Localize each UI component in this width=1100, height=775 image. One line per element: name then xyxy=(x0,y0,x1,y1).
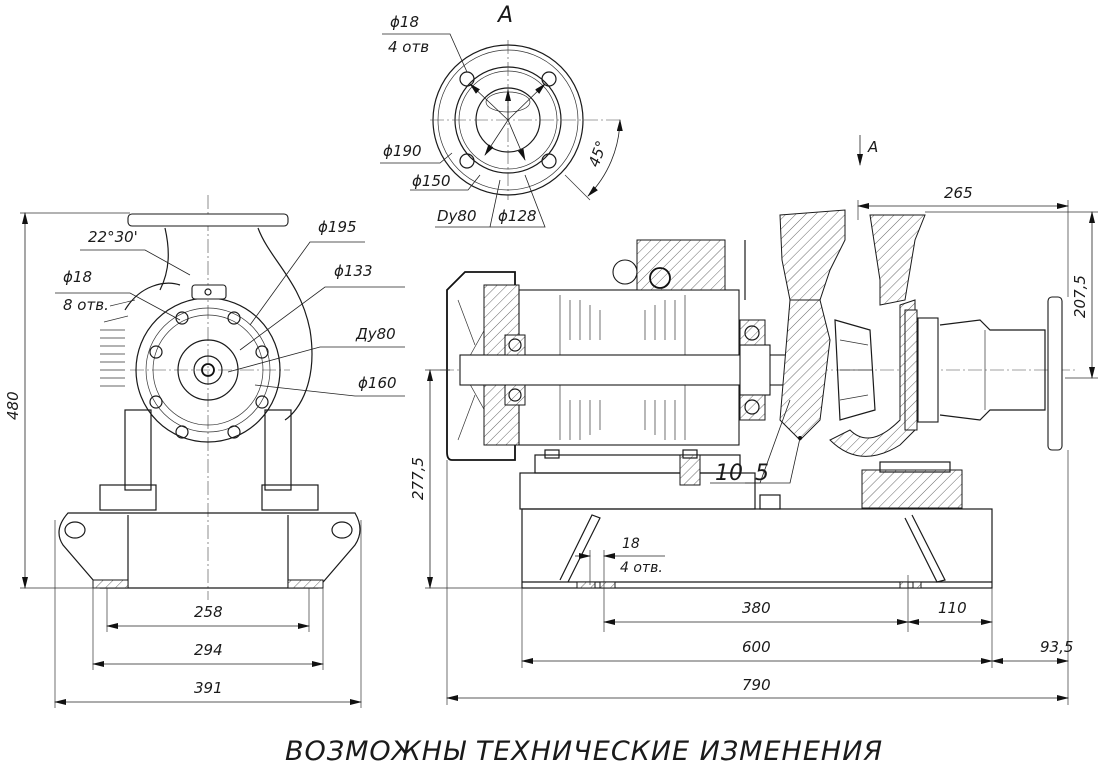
view-a-hole-count: 4 отв xyxy=(388,38,429,56)
view-a-hole-dia: ϕ18 xyxy=(390,13,419,31)
front-hole-count: 8 отв. xyxy=(63,296,109,314)
side-view-section xyxy=(425,135,1098,705)
side-base-length: 600 xyxy=(742,638,771,656)
view-a-bolt-circle: ϕ150 xyxy=(412,172,451,190)
front-hole-dia: ϕ18 xyxy=(63,268,92,286)
side-overhang: 93,5 xyxy=(1040,638,1073,656)
side-discharge-offset: 265 xyxy=(944,184,973,202)
view-a-raised-face: ϕ128 xyxy=(498,207,537,225)
view-a-label: A xyxy=(496,3,513,28)
side-shaft-height: 277,5 xyxy=(409,457,427,500)
view-a-outer-dia: ϕ190 xyxy=(383,142,422,160)
front-bolt-circle: ϕ160 xyxy=(358,374,397,392)
front-outer-dia: ϕ195 xyxy=(318,218,357,236)
front-bore: Ду80 xyxy=(355,325,396,343)
view-a-flange xyxy=(380,33,623,228)
view-a-bore: Dy80 xyxy=(437,207,477,225)
view-a-angle: 45° xyxy=(585,138,611,169)
front-view xyxy=(20,195,405,708)
footer-note: ВОЗМОЖНЫ ТЕХНИЧЕСКИЕ ИЗМЕНЕНИЯ xyxy=(285,736,883,767)
side-total-length: 790 xyxy=(742,676,771,694)
callout-5: 5 xyxy=(755,461,769,486)
front-height-total: 480 xyxy=(4,391,22,420)
front-width-294: 294 xyxy=(194,641,223,659)
side-base-hole-count: 4 отв. xyxy=(620,560,663,576)
side-hole-spacing: 380 xyxy=(742,599,771,617)
front-angle: 22°30' xyxy=(88,228,138,246)
side-base-hole-dia: 18 xyxy=(622,536,640,552)
front-width-258: 258 xyxy=(194,603,223,621)
side-hole-edge: 110 xyxy=(938,599,967,617)
side-view-arrow-label: A xyxy=(867,138,878,156)
front-raised-face: ϕ133 xyxy=(334,262,373,280)
side-discharge-height: 207,5 xyxy=(1071,275,1089,318)
front-width-391: 391 xyxy=(194,679,223,697)
callout-10: 10 xyxy=(715,461,743,486)
